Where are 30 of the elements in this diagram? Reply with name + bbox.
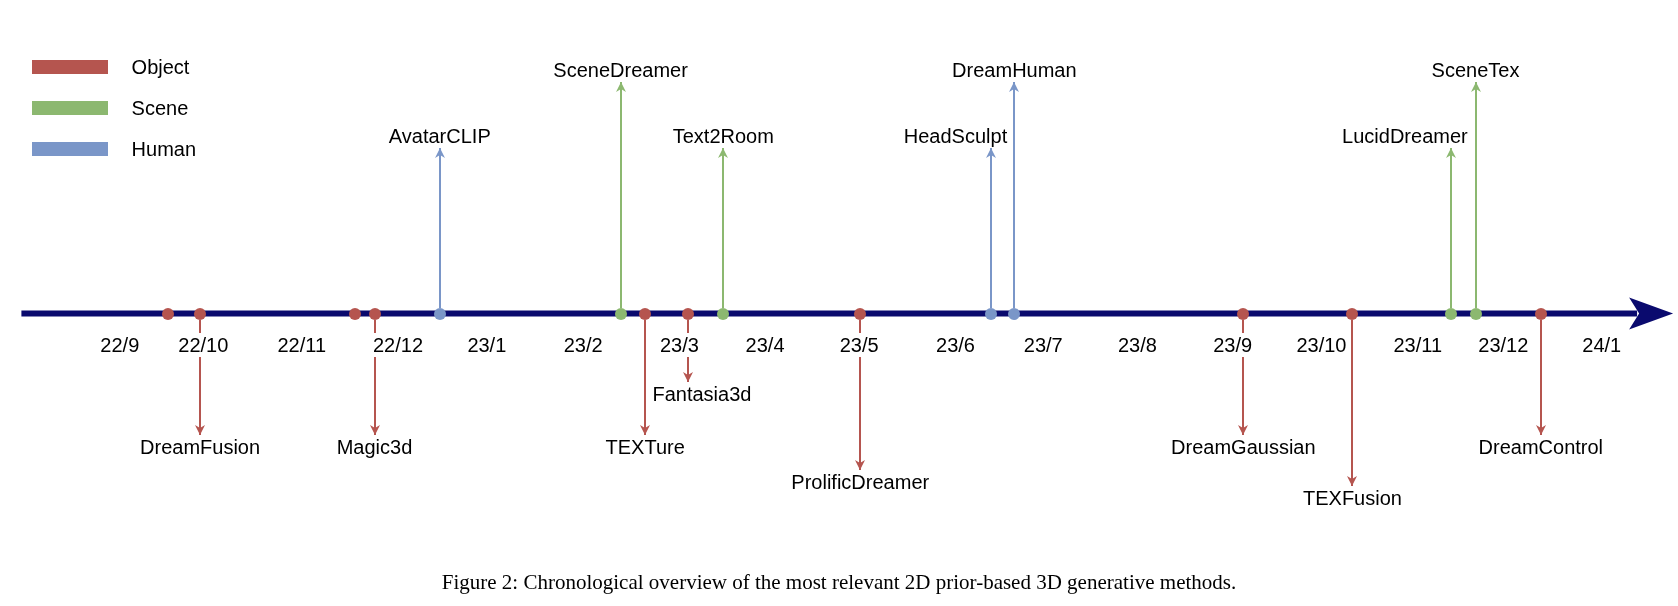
timeline-dot xyxy=(1008,307,1021,320)
month-label: 23/9 xyxy=(1211,332,1255,357)
arrow xyxy=(1446,147,1456,309)
month-label: 22/12 xyxy=(371,332,426,357)
legend-label: Scene xyxy=(131,96,189,121)
arrow xyxy=(616,81,626,309)
timeline-dot xyxy=(639,307,652,320)
timeline-dot xyxy=(162,307,174,320)
timeline-dot xyxy=(1237,307,1250,320)
legend-label: Human xyxy=(131,136,197,161)
arrow xyxy=(435,147,445,309)
timeline-dot xyxy=(368,307,381,320)
arrow xyxy=(640,319,650,436)
timeline-dot xyxy=(194,307,207,320)
legend-label: Object xyxy=(131,55,190,80)
month-label: 22/10 xyxy=(176,332,231,357)
timeline-dot xyxy=(1346,307,1359,320)
arrow xyxy=(1347,319,1357,487)
arrow xyxy=(1009,81,1019,309)
arrow xyxy=(1471,81,1481,309)
arrow xyxy=(1536,319,1546,436)
timeline-dot xyxy=(349,307,362,320)
timeline-dot xyxy=(682,307,694,320)
arrow xyxy=(986,147,996,309)
timeline-dot xyxy=(854,307,867,320)
timeline-dot xyxy=(1534,307,1547,320)
arrow xyxy=(718,147,728,309)
caption: Figure 2: Chronological overview of the most relevant 2D prior-based 3D generative methods. xyxy=(441,570,1237,594)
month-label: 23/5 xyxy=(837,332,881,357)
timeline-dot xyxy=(717,307,730,320)
